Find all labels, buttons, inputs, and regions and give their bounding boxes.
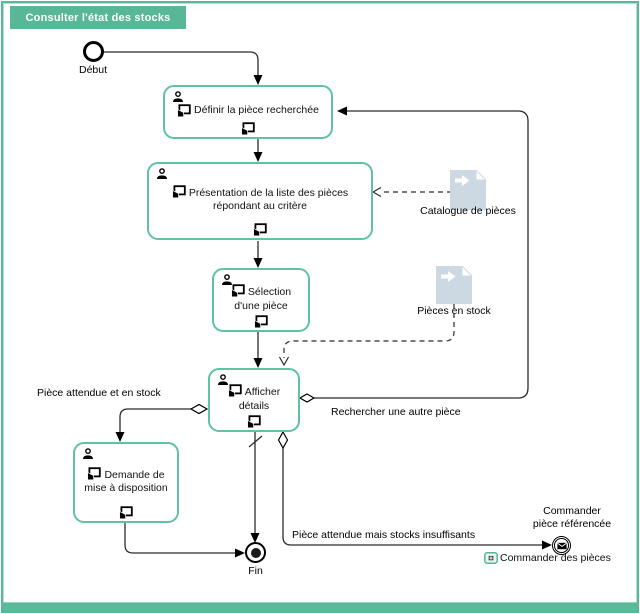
open-arrowhead <box>278 356 290 367</box>
subprocess-link-commander[interactable]: Commander des pièces <box>484 552 611 564</box>
input-arrow-icon <box>441 271 456 282</box>
start-event[interactable] <box>83 41 104 62</box>
screen-icon <box>172 185 186 199</box>
user-icon <box>221 274 233 286</box>
conditional-marker <box>189 403 209 415</box>
screen-icon <box>253 223 267 237</box>
message-event-label: Commander pièce référencée <box>512 505 632 530</box>
flow-label-rechercher-autre-piece: Rechercher une autre pièce <box>331 406 461 418</box>
user-icon <box>217 374 229 386</box>
arrowhead <box>253 258 263 268</box>
data-object-catalogue[interactable] <box>450 168 488 210</box>
user-icon <box>82 448 94 460</box>
association-stock-to-details <box>283 304 455 358</box>
task-afficher-details[interactable]: Afficher détails <box>208 368 300 432</box>
task-demande-mise-disposition[interactable]: Demande de mise à disposition <box>73 442 179 523</box>
envelope-icon <box>556 542 567 549</box>
screen-icon <box>254 315 268 329</box>
process-title: Consulter l'état des stocks <box>25 11 171 24</box>
flow-start-to-define <box>104 51 259 76</box>
task-presentation-liste[interactable]: Présentation de la liste des pièces répo… <box>147 162 373 240</box>
end-event[interactable] <box>245 542 266 563</box>
conditional-marker <box>298 393 316 403</box>
arrowhead <box>542 540 552 550</box>
end-event-label: Fin <box>248 565 263 577</box>
screen-icon <box>241 122 255 136</box>
flow-label-piece-attendue-en-stock: Pièce attendue et en stock <box>37 387 161 399</box>
task-label: Définir la pièce recherchée <box>194 103 319 116</box>
data-object-label: Pièces en stock <box>417 305 491 317</box>
task-label: Présentation de la liste des pièces répo… <box>188 186 349 212</box>
document-fold <box>461 264 474 277</box>
data-object-label: Catalogue de pièces <box>420 205 516 217</box>
subprocess-link-label: Commander des pièces <box>500 552 611 564</box>
task-label: Demande de mise à disposition <box>84 468 168 494</box>
conditional-marker <box>277 430 289 450</box>
flow-details-to-order <box>282 448 543 546</box>
screen-icon <box>177 104 191 117</box>
task-label: Afficher détails <box>238 386 281 412</box>
screen-icon <box>228 384 242 398</box>
message-event-ring <box>554 538 569 553</box>
screen-icon <box>119 506 133 520</box>
arrowhead <box>337 106 347 116</box>
message-event-commander[interactable] <box>552 536 571 555</box>
process-title-tab[interactable]: Consulter l'état des stocks <box>10 6 186 29</box>
screen-icon <box>231 284 245 298</box>
task-definir-piece[interactable]: Définir la pièce recherchée <box>163 85 333 139</box>
screen-icon <box>247 415 261 429</box>
arrowhead <box>253 152 263 162</box>
flow-details-to-define-loop <box>314 110 529 399</box>
screen-icon <box>87 467 102 481</box>
document-fold <box>475 168 488 181</box>
arrowhead <box>235 548 245 558</box>
message-event-label-line2: pièce référencée <box>532 517 612 530</box>
user-icon <box>172 91 184 103</box>
default-flow-slash-marker <box>248 435 263 448</box>
task-label: Sélection d'une pièce <box>234 286 292 312</box>
arrowhead <box>253 358 263 368</box>
task-selection-piece[interactable]: Sélection d'une pièce <box>212 268 310 332</box>
arrowhead <box>250 533 260 543</box>
data-object-stock[interactable] <box>436 264 474 304</box>
arrowhead <box>115 432 125 442</box>
subprocess-plus-icon <box>484 552 498 564</box>
end-event-dot <box>250 547 261 558</box>
open-arrowhead <box>371 186 382 198</box>
pool-bottom-bar <box>3 602 637 611</box>
flow-details-to-request <box>119 408 191 433</box>
user-icon <box>156 168 168 180</box>
arrowhead <box>253 75 263 85</box>
input-arrow-icon <box>455 175 470 186</box>
flow-request-to-end <box>124 523 236 554</box>
flow-label-stocks-insuffisants: Pièce attendue mais stocks insuffisants <box>292 529 476 541</box>
start-event-label: Début <box>78 64 108 76</box>
message-event-label-line1: Commander <box>543 505 601 517</box>
